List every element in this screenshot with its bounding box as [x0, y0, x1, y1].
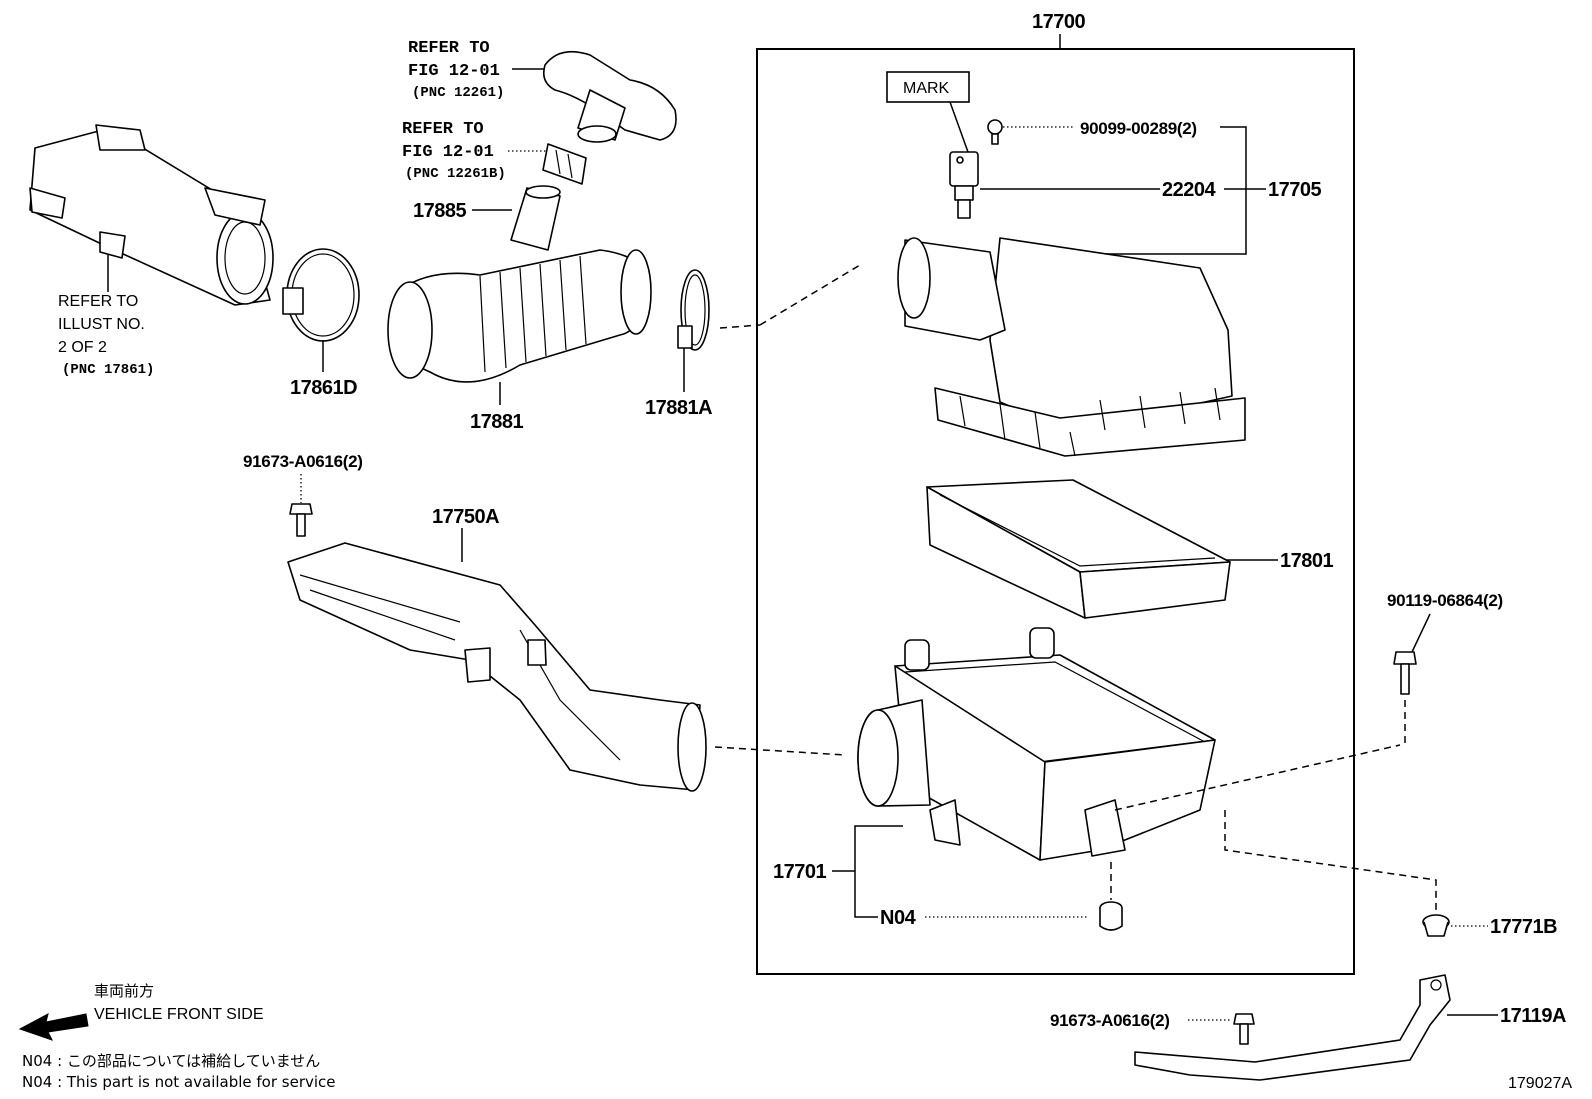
mark-box [886, 71, 970, 103]
part-17881-label[interactable]: 17881 [470, 411, 524, 433]
part-91673-bottom-label[interactable]: 91673-A0616(2) [1050, 1011, 1170, 1030]
n04-note-en: N04 : This part is not available for ser… [22, 1073, 336, 1091]
clip-12261b-drawing [542, 143, 587, 185]
ref1-line3: (PNC 12261) [412, 85, 504, 101]
part-90119-label[interactable]: 90119-06864(2) [1387, 591, 1503, 610]
part-17885-label[interactable]: 17885 [413, 200, 467, 222]
part-17119a-label[interactable]: 17119A [1500, 1005, 1567, 1027]
ref2-line1: REFER TO [402, 120, 484, 139]
hose-12261-drawing [542, 50, 677, 143]
part-17861d-label[interactable]: 17861D [290, 377, 358, 399]
ref3-line2: ILLUST NO. [58, 316, 145, 333]
vehicle-front-jp: 車両前方 [94, 982, 154, 1000]
part-n04-grommet-drawing [1099, 901, 1123, 931]
part-17705-drawing [897, 237, 1246, 457]
ref2-line2: FIG 12-01 [402, 143, 494, 162]
part-17881-drawing [387, 249, 652, 383]
part-90099-drawing [987, 119, 1003, 145]
ref1-line2: FIG 12-01 [408, 62, 500, 81]
part-91673-bottom-drawing [1233, 1013, 1255, 1045]
duct-17861-drawing [29, 124, 274, 306]
part-17700-label[interactable]: 17700 [1032, 11, 1086, 33]
ref3-line4: (PNC 17861) [62, 362, 154, 378]
ref1-line1: REFER TO [408, 39, 490, 58]
part-90099-label[interactable]: 90099-00289(2) [1080, 119, 1197, 138]
n04-note-jp: N04 : この部品については補給していません [22, 1052, 320, 1070]
part-90119-drawing [1393, 651, 1417, 695]
part-17771b-label[interactable]: 17771B [1490, 916, 1558, 938]
part-17881a-drawing [677, 269, 710, 351]
part-17750a-drawing [287, 542, 707, 792]
part-17881a-label[interactable]: 17881A [645, 397, 713, 419]
part-17771b-drawing [1422, 914, 1450, 937]
part-17885-drawing [510, 185, 561, 251]
part-17701-drawing [857, 627, 1216, 861]
assembly-box-17700 [756, 48, 1355, 975]
part-91673-top-label[interactable]: 91673-A0616(2) [243, 452, 363, 471]
ref3-line1: REFER TO [58, 293, 138, 310]
mark-label: MARK [903, 80, 950, 97]
illustration-id: 179027A [1508, 1075, 1572, 1092]
part-22204-drawing [949, 151, 979, 219]
vehicle-front-en: VEHICLE FRONT SIDE [94, 1006, 264, 1023]
part-91673-top-drawing [289, 503, 313, 537]
part-22204-label[interactable]: 22204 [1162, 179, 1217, 201]
part-17801-label[interactable]: 17801 [1280, 550, 1334, 572]
part-17119a-drawing [1134, 974, 1451, 1081]
front-arrow-icon [18, 1013, 89, 1041]
part-17801-drawing [926, 479, 1231, 619]
part-17861d-drawing [282, 248, 360, 342]
part-n04-label[interactable]: N04 [880, 907, 917, 929]
ref3-line3: 2 OF 2 [58, 339, 107, 356]
part-17701-label[interactable]: 17701 [773, 861, 827, 883]
ref2-line3: (PNC 12261B) [405, 166, 506, 182]
part-17705-label[interactable]: 17705 [1268, 179, 1322, 201]
part-17750a-label[interactable]: 17750A [432, 506, 500, 528]
